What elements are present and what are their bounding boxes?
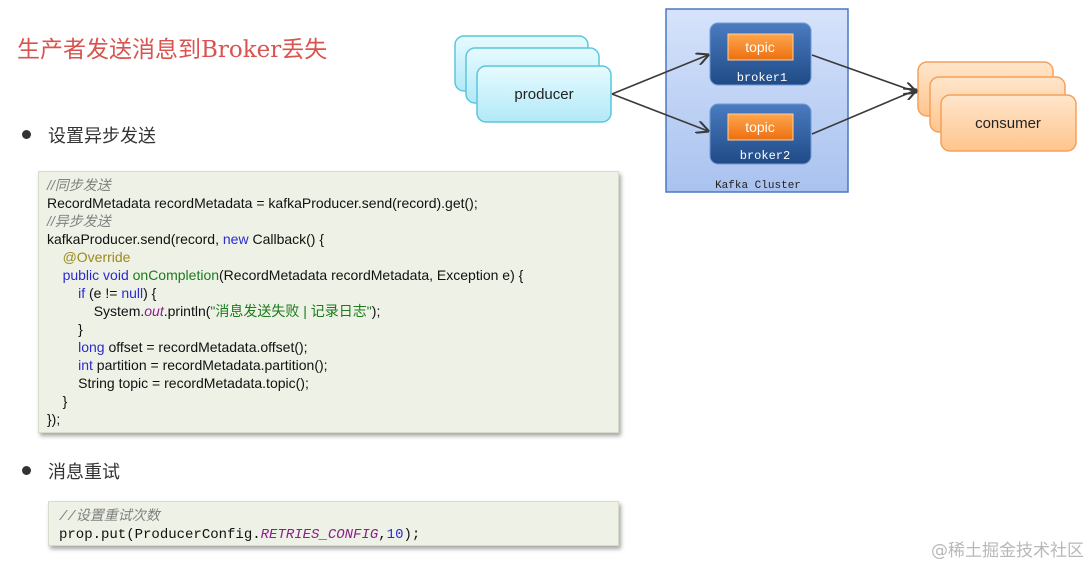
code-line: long offset = recordMetadata.offset(); (47, 338, 618, 356)
code-text: ); (403, 527, 421, 543)
consumer-stack: consumer (917, 61, 1077, 152)
code-text: } (62, 393, 68, 409)
code-text: , (378, 527, 387, 543)
consumer-label: consumer (975, 115, 1041, 132)
code-text: kafkaProducer.send(record, (47, 231, 223, 247)
broker-1-topic-label: topic (745, 39, 775, 55)
async-send-code-block: //同步发送 RecordMetadata recordMetadata = k… (38, 171, 619, 433)
code-string: "消息发送失败 | 记录日志" (210, 303, 372, 319)
code-text: partition = recordMetadata.partition(); (92, 357, 328, 373)
code-comment: //异步发送 (47, 213, 111, 229)
code-keyword: null (121, 285, 144, 301)
page-title: 生产者发送消息到Broker丢失 (17, 37, 328, 63)
kafka-cluster: Kafka Cluster topic broker1 topic broker… (665, 8, 849, 193)
code-method: onCompletion (132, 267, 220, 283)
code-constant: RETRIES_CONFIG (260, 527, 379, 543)
code-line: } (47, 392, 618, 410)
code-annotation: @Override (62, 249, 131, 265)
broker-2: topic broker2 (709, 103, 812, 165)
arrow-producer-broker2 (611, 93, 708, 131)
code-text: ) { (143, 285, 157, 301)
code-line: int partition = recordMetadata.partition… (47, 356, 618, 374)
watermark: @稀土掘金技术社区 (931, 541, 1084, 561)
code-keyword: void (103, 267, 129, 283)
cluster-label: Kafka Cluster (715, 180, 801, 192)
code-text: prop.put(ProducerConfig. (59, 527, 261, 543)
code-comment: //同步发送 (47, 177, 111, 193)
code-keyword: new (222, 231, 249, 247)
code-line: @Override (47, 248, 618, 266)
broker-1-label: broker1 (737, 71, 787, 85)
code-comment: //设置重试次数 (59, 509, 160, 525)
bullet-icon (22, 130, 31, 139)
code-line: if (e != null) { (47, 284, 618, 302)
code-line: }); (47, 411, 61, 427)
code-line: } (47, 320, 618, 338)
code-text: (e != (85, 285, 122, 301)
arrow-broker1-consumer (811, 54, 916, 92)
producer-label: producer (514, 86, 573, 103)
section-retry-label: 消息重试 (48, 462, 120, 483)
code-text: offset = recordMetadata.offset(); (104, 339, 308, 355)
code-text: (RecordMetadata recordMetadata, Exceptio… (219, 267, 524, 283)
broker-1: topic broker1 (709, 22, 812, 86)
broker-2-topic-label: topic (745, 119, 775, 135)
code-line: RecordMetadata recordMetadata = kafkaPro… (47, 195, 478, 211)
code-line: public void onCompletion(RecordMetadata … (47, 266, 618, 284)
code-text: System. (93, 303, 145, 319)
retry-config-code-block: //设置重试次数 prop.put(ProducerConfig.RETRIES… (48, 501, 619, 546)
code-text: ); (371, 303, 381, 319)
code-keyword: if (78, 285, 86, 301)
section-async-label: 设置异步发送 (48, 126, 156, 147)
code-text: .println( (163, 303, 211, 319)
code-text: String topic = recordMetadata.topic(); (78, 375, 309, 391)
code-line: System.out.println("消息发送失败 | 记录日志"); (47, 302, 618, 320)
broker-2-label: broker2 (740, 149, 790, 163)
code-number: 10 (386, 527, 404, 543)
code-keyword: long (78, 339, 105, 355)
arrow-broker2-consumer (811, 90, 916, 135)
code-line: String topic = recordMetadata.topic(); (47, 374, 618, 392)
code-line: kafkaProducer.send(record, new Callback(… (47, 230, 618, 248)
arrow-producer-broker1 (611, 55, 708, 95)
code-keyword: public (62, 267, 100, 283)
producer-stack: producer (454, 35, 612, 123)
code-line: prop.put(ProducerConfig.RETRIES_CONFIG,1… (59, 526, 618, 544)
code-text: Callback() { (248, 231, 325, 247)
code-text: } (78, 321, 83, 337)
code-field: out (144, 303, 164, 319)
code-keyword: int (78, 357, 93, 373)
bullet-icon (22, 466, 31, 475)
